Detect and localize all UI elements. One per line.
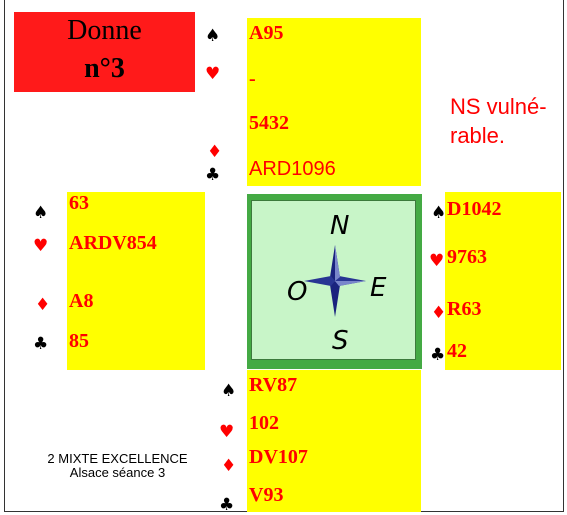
south-hearts: 102 <box>249 412 279 434</box>
deal-title: Donne <box>67 15 142 46</box>
event-title: 2 MIXTE EXCELLENCE <box>47 451 188 466</box>
north-spades-icon: ♠ <box>205 26 221 46</box>
east-spades-icon: ♠ <box>431 203 447 223</box>
north-hand: A95 - 5432 ARD1096 <box>247 18 421 186</box>
east-clubs: 42 <box>447 340 467 362</box>
east-hearts-icon: ♥ <box>429 251 445 271</box>
south-spades-icon: ♠ <box>221 381 237 401</box>
vulnerability-text: NS vulné- rable. <box>450 92 567 150</box>
west-clubs-icon: ♣ <box>33 334 49 354</box>
vulnerability-line1: NS vulné- <box>450 94 547 119</box>
deal-number: n°3 <box>84 53 125 84</box>
east-clubs-icon: ♣ <box>430 345 446 365</box>
west-spades: 63 <box>69 192 89 214</box>
compass-east: E <box>370 273 387 303</box>
south-clubs-icon: ♣ <box>219 495 235 515</box>
deal-title-box: Donne n°3 <box>14 12 195 92</box>
compass-south: S <box>332 326 349 356</box>
north-spades: A95 <box>249 22 284 44</box>
west-diamonds: A8 <box>69 290 94 312</box>
south-spades: RV87 <box>249 374 298 396</box>
event-caption: 2 MIXTE EXCELLENCE Alsace séance 3 <box>20 452 215 480</box>
event-session: Alsace séance 3 <box>69 465 166 480</box>
east-hearts: 9763 <box>447 246 487 268</box>
compass-west: O <box>287 277 308 307</box>
west-diamonds-icon: ♦ <box>35 295 51 315</box>
west-clubs: 85 <box>69 330 89 352</box>
south-hand: RV87 102 DV107 V93 <box>247 370 421 512</box>
north-diamonds-icon: ♦ <box>207 142 223 162</box>
compass-star-icon <box>304 245 366 317</box>
south-clubs: V93 <box>249 484 284 506</box>
compass-north: N <box>330 211 350 241</box>
vulnerability-line2: rable. <box>450 123 506 148</box>
west-hand: 63 ARDV854 A8 85 <box>67 192 205 370</box>
north-diamonds: 5432 <box>249 112 289 134</box>
west-hearts: ARDV854 <box>69 232 157 254</box>
east-hand: D1042 9763 R63 42 <box>445 192 561 370</box>
south-diamonds-icon: ♦ <box>221 456 237 476</box>
north-clubs-icon: ♣ <box>205 165 221 185</box>
east-diamonds: R63 <box>447 298 482 320</box>
west-spades-icon: ♠ <box>33 203 49 223</box>
east-diamonds-icon: ♦ <box>431 303 447 323</box>
west-hearts-icon: ♥ <box>33 236 49 256</box>
south-diamonds: DV107 <box>249 446 308 468</box>
east-spades: D1042 <box>447 198 502 220</box>
south-hearts-icon: ♥ <box>219 422 235 442</box>
north-hearts: - <box>249 68 256 90</box>
north-clubs: ARD1096 <box>249 158 336 180</box>
north-hearts-icon: ♥ <box>205 64 221 84</box>
compass-panel: N E O S <box>251 200 416 360</box>
compass-rose: N E O S <box>247 194 422 369</box>
